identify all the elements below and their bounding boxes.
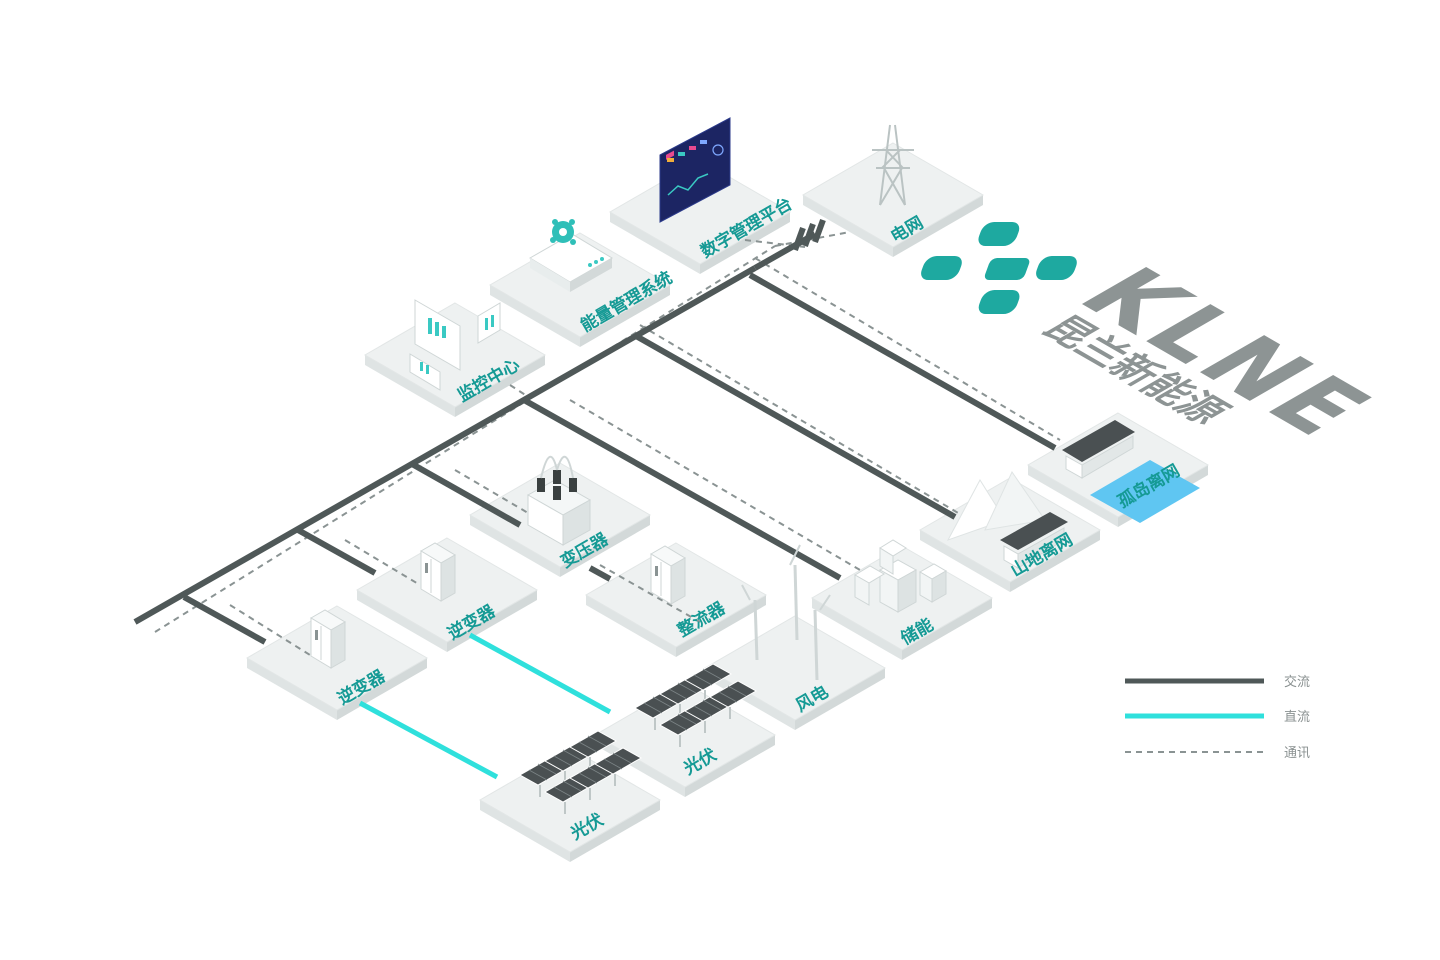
ac-lines [133,218,1057,645]
legend-comm-label: 通讯 [1284,746,1310,761]
dc-lines [358,632,612,780]
server-gear-icon [529,219,613,292]
legend: 交流 直流 通讯 [1125,674,1310,761]
klne-logo-icon [921,222,1077,314]
legend-dc-label: 直流 [1284,710,1310,725]
dashboard-screen-icon [659,117,731,223]
transformer-icon [526,456,592,546]
inverter-cabinet-icon [310,609,346,669]
battery-storage-icon [854,539,947,613]
mountain-house-icon [946,470,1068,569]
communication-lines [154,231,1061,656]
rectifier-cabinet-icon [650,545,686,605]
monitor-icon [409,299,501,391]
inverter-cabinet-icon [420,542,456,602]
island-house-icon [1062,420,1200,523]
wind-turbine-icon [741,544,831,681]
legend-ac-label: 交流 [1284,674,1310,690]
transmission-tower-icon [872,124,914,206]
